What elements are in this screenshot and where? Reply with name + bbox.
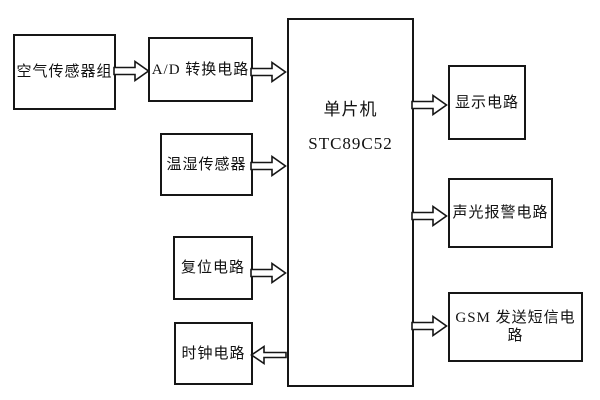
block-reset-circuit: 复位电路: [173, 236, 253, 300]
block-temp-humidity-sensor: 温湿传感器: [160, 133, 253, 196]
mcu-label-line1: 单片机: [323, 100, 378, 119]
left-arrow-icon-mcu-to-clock: [250, 344, 287, 366]
right-arrow-icon-reset-to-mcu: [250, 262, 287, 284]
block-label: 温湿传感器: [166, 156, 247, 173]
right-arrow-icon-mcu-to-alarm: [411, 205, 448, 227]
right-arrow-icon-sensor-to-mcu: [250, 155, 287, 177]
block-label: 复位电路: [180, 260, 245, 276]
block-air-sensor-group: 空气传感器组: [13, 34, 116, 110]
block-gsm-sms-circuit: GSM 发送短信电路: [448, 292, 583, 362]
block-label: 声光报警电路: [452, 205, 549, 221]
block-clock-circuit: 时钟电路: [174, 322, 253, 385]
right-arrow-icon-mcu-to-gsm: [411, 315, 448, 337]
block-label: GSM 发送短信电路: [455, 310, 576, 344]
block-ad-converter: A/D 转换电路: [148, 37, 253, 102]
block-label: 时钟电路: [181, 345, 246, 362]
right-arrow-icon-mcu-to-display: [411, 94, 448, 116]
block-label: 显示电路: [454, 94, 519, 111]
block-sound-light-alarm-circuit: 声光报警电路: [448, 178, 553, 248]
block-label: A/D 转换电路: [151, 61, 250, 78]
block-label: 空气传感器组: [16, 64, 113, 80]
block-display-circuit: 显示电路: [448, 65, 526, 140]
block-mcu-stc89c52: 单片机 STC89C52: [287, 18, 414, 387]
right-arrow-icon-air-to-ad: [113, 60, 150, 82]
right-arrow-icon-ad-to-mcu: [250, 61, 287, 83]
mcu-label-line2: STC89C52: [308, 134, 393, 154]
